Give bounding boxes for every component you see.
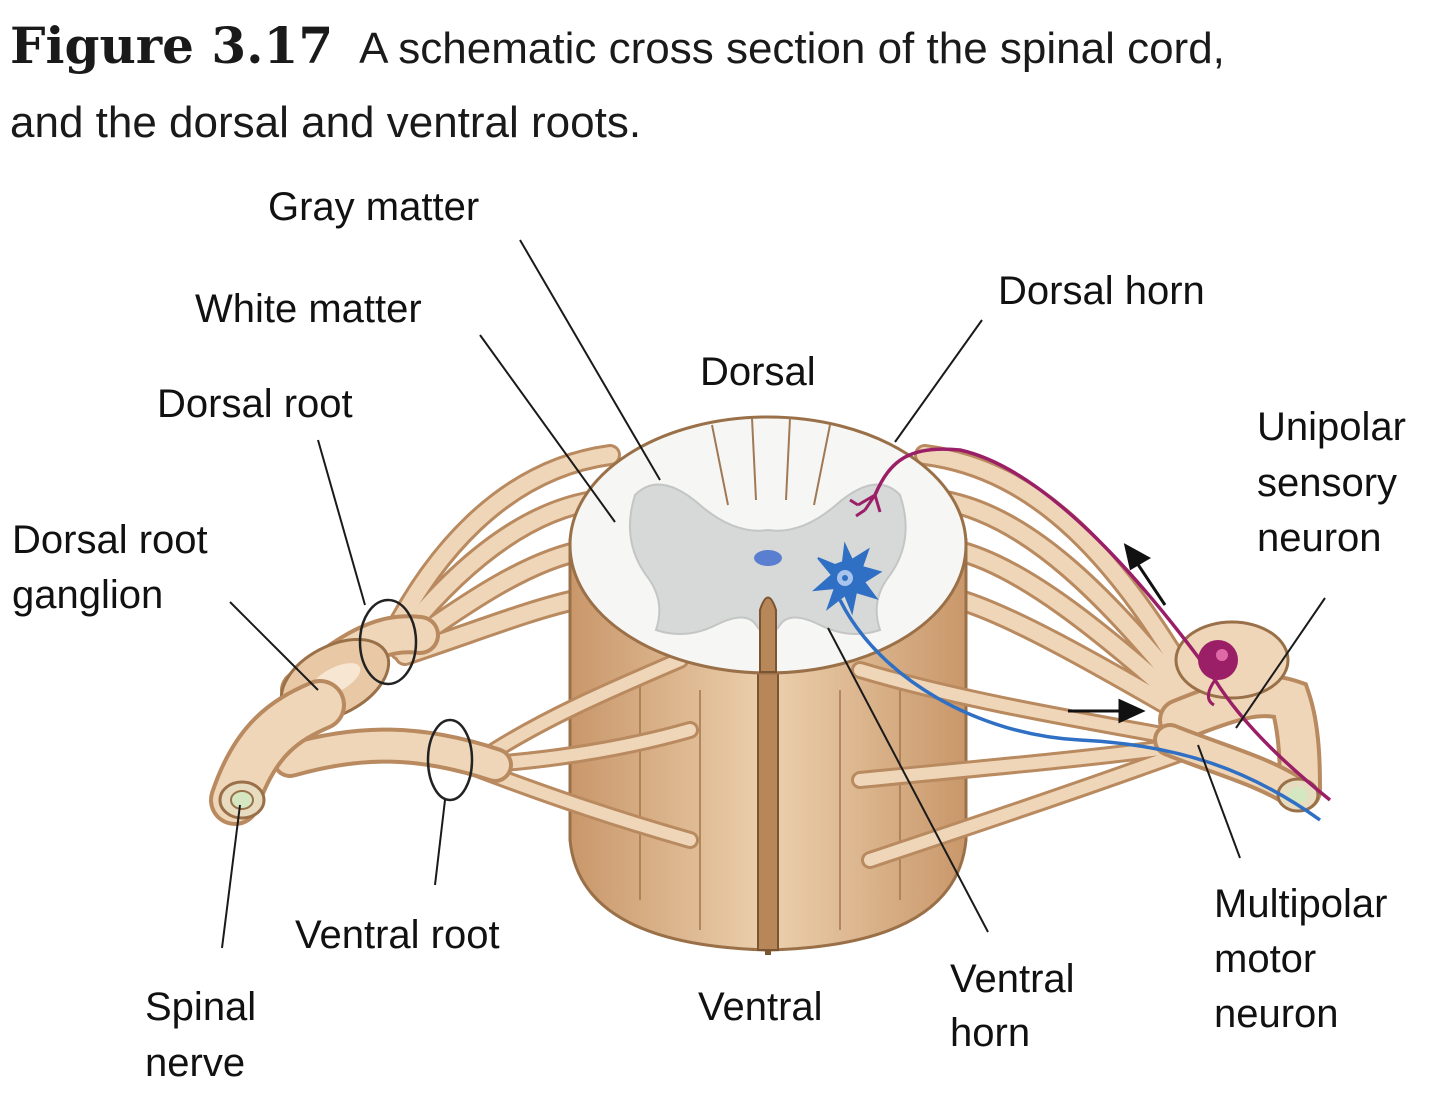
label-multipolar-motor-neuron-line-1: Multipolar [1214,882,1387,926]
leader-gray-matter [519,239,661,481]
label-dorsal-root: Dorsal root [157,382,353,426]
label-unipolar-sensory-neuron-line-3: neuron [1257,516,1382,560]
diagram-labels: Gray matter White matter Dorsal Dorsal h… [12,185,1406,1085]
leader-dorsal-horn [894,319,983,443]
leader-multipolar-motor-neuron [1197,744,1241,859]
label-ventral-root: Ventral root [295,913,500,957]
leader-dorsal-root-ganglion [229,601,319,691]
figure-caption: Figure 3.17 A schematic cross section of … [10,14,1430,165]
leader-dorsal-root [317,439,366,606]
label-spinal-nerve-line-2: nerve [145,1041,245,1085]
label-ventral: Ventral [698,985,823,1029]
label-dorsal: Dorsal [700,350,816,394]
label-dorsal-root-ganglion-line-2: ganglion [12,573,163,617]
label-unipolar-sensory-neuron-line-2: sensory [1257,461,1397,505]
label-gray-matter: Gray matter [268,185,479,229]
leader-spinal-nerve [221,804,241,949]
caption-text-2: and the dorsal and ventral roots. [10,98,642,147]
label-dorsal-horn: Dorsal horn [998,269,1205,313]
label-multipolar-motor-neuron-line-2: motor [1214,937,1316,981]
leader-white-matter [479,334,616,523]
label-ventral-horn-line-1: Ventral [950,957,1075,1001]
multipolar-motor-neuron [812,541,1322,822]
signal-direction-arrows [1068,543,1167,724]
leader-lines [221,239,1326,949]
label-ventral-horn-line-2: horn [950,1011,1030,1055]
leader-ventral-root [434,799,446,886]
sensory-neuron-cell-body [1198,640,1238,680]
ventral-root-loop [426,718,474,802]
caption-line-1: Figure 3.17 A schematic cross section of … [10,14,1430,91]
leader-unipolar-sensory-neuron [1235,597,1326,729]
unipolar-sensory-neuron [849,447,1332,802]
leader-ventral-horn [827,627,989,933]
label-white-matter: White matter [195,287,422,331]
caption-text-1: A schematic cross section of the spinal … [359,24,1225,73]
caption-line-2: and the dorsal and ventral roots. [10,91,1430,165]
dorsal-root-loop [358,598,418,686]
label-spinal-nerve-line-1: Spinal [145,985,256,1029]
figure-number: Figure 3.17 [10,16,334,75]
label-dorsal-root-ganglion-line-1: Dorsal root [12,518,208,562]
label-multipolar-motor-neuron-line-3: neuron [1214,992,1339,1036]
central-canal [754,550,782,566]
afferent-arrow [1133,559,1167,606]
left-spinal-nerve [209,598,513,826]
label-unipolar-sensory-neuron-line-1: Unipolar [1257,405,1406,449]
right-dorsal-rootlets [914,444,1211,726]
